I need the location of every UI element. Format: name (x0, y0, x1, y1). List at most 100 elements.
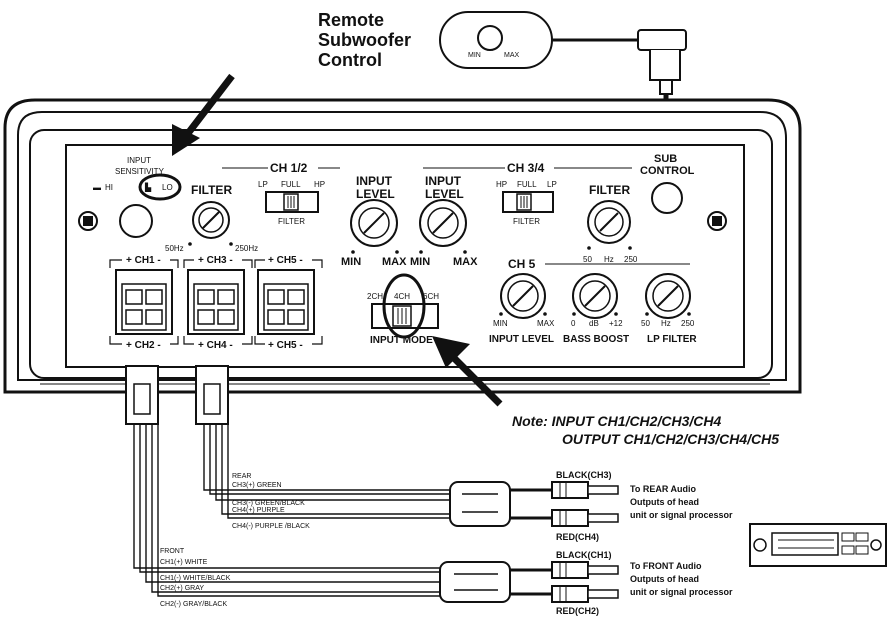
harness-plugs (125, 365, 229, 425)
hi-label: HI (105, 183, 113, 192)
front-dest-line2: Outputs of head (630, 574, 699, 584)
rear-rca-top-label: BLACK(CH3) (556, 470, 612, 480)
input-mode-2ch: 2CH (367, 292, 383, 301)
input-mode-label: INPUT MODE (370, 335, 433, 346)
ch5-input-max: MAX (537, 319, 555, 328)
filter-label-left: FILTER (191, 183, 232, 197)
rear-title: REAR (232, 473, 251, 480)
remote-plug-collar (659, 79, 673, 95)
head-unit-icon (749, 523, 887, 567)
front-rca-splitter (439, 561, 552, 603)
remote-title-line3: Control (318, 50, 382, 70)
lp-filter-knob[interactable] (645, 273, 691, 319)
rear-dest-line1: To REAR Audio (630, 484, 696, 494)
lp-filter-high: 250 (681, 319, 695, 328)
ch12-filter-switch[interactable] (265, 191, 319, 213)
sub-control-jack[interactable] (651, 182, 683, 214)
connector-ch1-ch2[interactable] (115, 269, 173, 335)
sub-control-section: SUB CONTROL (640, 153, 695, 214)
input-mode-4ch: 4CH (394, 292, 410, 301)
ch12-hp-label: HP (314, 180, 325, 189)
hi-icon: ▬ (93, 183, 101, 192)
sub-control-line2: CONTROL (640, 165, 695, 177)
rear-wire-4: CH4(-) PURPLE /BLACK (232, 523, 310, 530)
front-wire-1: CH1(+) WHITE (160, 559, 208, 566)
ch34-filter-label: FILTER (513, 217, 540, 226)
remote-title-line1: Remote (318, 10, 384, 30)
remote-plug-body (649, 50, 681, 81)
lo-label: LO (162, 183, 173, 192)
remote-title-line2: Subwoofer (318, 30, 411, 50)
ch34-lp-label: LP (547, 180, 557, 189)
rear-wire-harness (203, 424, 450, 519)
ch34-title: CH 3/4 (507, 161, 545, 175)
input-mode-highlight-circle (382, 273, 426, 339)
ch12-full-label: FULL (281, 180, 301, 189)
input-mode-6ch: 6CH (423, 292, 439, 301)
connector-ch3-ch4[interactable] (187, 269, 245, 335)
input-mode-section: 2CH 4CH 6CH INPUT MODE (367, 273, 439, 346)
ch12-section: CH 1/2 LP FULL HP FILTER (222, 161, 340, 226)
rear-rca-top-plug (551, 481, 619, 499)
ch12-title: CH 1/2 (270, 161, 308, 175)
lp-filter-unit: Hz (661, 319, 671, 328)
front-rca-bottom-label: RED(CH2) (556, 606, 599, 616)
sensitivity-switch[interactable] (119, 204, 153, 238)
ch34-filter-switch[interactable] (502, 191, 554, 213)
lp-filter-low: 50 (641, 319, 650, 328)
ch34-hp-label: HP (496, 180, 507, 189)
filter-knob-right[interactable] (587, 200, 631, 244)
sub-control-line1: SUB (654, 153, 677, 165)
input-level-right-min: MIN (410, 256, 430, 268)
front-title: FRONT (160, 548, 185, 555)
connector-ch2-label: + CH2 - (126, 340, 161, 351)
rear-dest-line3: unit or signal processor (630, 510, 733, 520)
ch12-lp-label: LP (258, 180, 268, 189)
ch5-input-level-knob[interactable] (500, 273, 546, 319)
pointer-arrow-input-mode-icon (432, 336, 503, 407)
sensitivity-label-line2: SENSITIVITY (115, 167, 165, 176)
filter-knob-left[interactable] (192, 201, 230, 239)
front-rca-top-label: BLACK(CH1) (556, 550, 612, 560)
filter-freq-high: 250Hz (235, 244, 258, 253)
connector-ch4-label: + CH4 - (198, 340, 233, 351)
remote-plug-housing (637, 29, 687, 51)
filter-right-low: 50 (583, 255, 592, 264)
ch5-section: CH 5 MIN MAX INPUT LEVEL 0 dB +12 BASS B… (489, 257, 697, 345)
connector-ch5[interactable] (257, 269, 315, 335)
ch5-title: CH 5 (508, 257, 536, 271)
rear-wire-3: CH4(+) PURPLE (232, 507, 285, 514)
input-level-right-max: MAX (453, 256, 478, 268)
filter-freq-low: 50Hz (165, 244, 184, 253)
rear-wire-1: CH3(+) GREEN (232, 482, 282, 489)
input-level-right-knob[interactable] (419, 199, 467, 247)
input-level-left-line2: LEVEL (356, 187, 395, 201)
ch34-full-label: FULL (517, 180, 537, 189)
input-level-left-min: MIN (341, 256, 361, 268)
lp-filter-label: LP FILTER (647, 334, 697, 345)
connector-ch1-label: + CH1 - (126, 255, 161, 266)
input-level-left: INPUT LEVEL MIN MAX (341, 174, 407, 268)
sensitivity-label-line1: INPUT (127, 156, 151, 165)
front-wire-2: CH1(-) WHITE/BLACK (160, 575, 231, 582)
front-wire-harness (133, 424, 440, 597)
remote-min-label: MIN (468, 52, 481, 59)
ch34-section: CH 3/4 HP FULL LP FILTER (423, 161, 632, 226)
filter-label-right: FILTER (589, 183, 630, 197)
bass-boost-label: BASS BOOST (563, 334, 629, 345)
rear-dest-line2: Outputs of head (630, 497, 699, 507)
remote-knob (477, 25, 503, 51)
input-level-left-line1: INPUT (356, 174, 393, 188)
front-rca-top-plug (551, 561, 619, 579)
amplifier-body (3, 98, 802, 394)
filter-section-left: FILTER 50Hz 250Hz (165, 183, 258, 253)
note-line1: Note: INPUT CH1/CH2/CH3/CH4 (512, 413, 721, 429)
bass-boost-knob[interactable] (572, 273, 618, 319)
note-line2: OUTPUT CH1/CH2/CH3/CH4/CH5 (562, 431, 779, 447)
input-mode-switch[interactable] (371, 303, 439, 329)
input-level-left-knob[interactable] (350, 199, 398, 247)
front-wire-4: CH2(-) GRAY/BLACK (160, 601, 227, 608)
ch12-filter-label: FILTER (278, 217, 305, 226)
input-connectors: + CH1 - + CH2 - + CH3 - + CH4 - + CH5 - (109, 255, 323, 351)
